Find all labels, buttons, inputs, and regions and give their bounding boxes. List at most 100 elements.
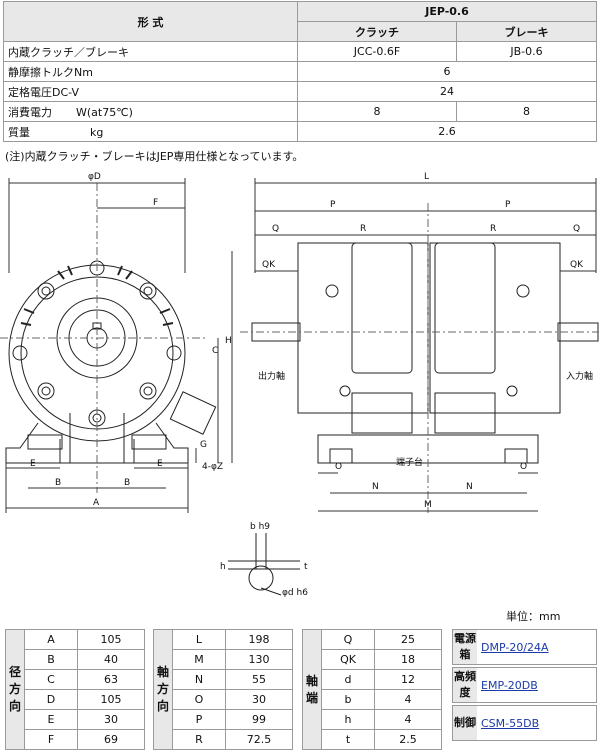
dim-value: 99 [225, 709, 293, 730]
label-key-t: t [304, 562, 308, 572]
accessory-row: 電源箱 DMP-20/24A [452, 629, 597, 665]
label-e-right: E [157, 459, 163, 469]
left-labels: φD F C H G 4-φZ E E B B A [30, 172, 232, 508]
dim-key: F [24, 729, 78, 750]
spec-value: 2.6 [297, 121, 597, 142]
dim-value: 18 [374, 649, 442, 670]
spec-table: 形 式 JEP-0.6 クラッチ ブレーキ 内蔵クラッチ／ブレーキ JCC-0.… [3, 1, 597, 142]
dim-key: h [321, 709, 375, 730]
spec-sub-clutch: クラッチ [297, 21, 457, 42]
brake-coil [434, 242, 496, 374]
dim-key: t [321, 729, 375, 750]
accessory-link-high-frequency[interactable]: EMP-20DB [481, 678, 538, 692]
terminal-box [169, 391, 217, 435]
spec-brake-value: JB-0.6 [456, 41, 597, 62]
label-r-left: R [360, 224, 366, 234]
label-b-left: B [55, 478, 61, 488]
dim-value: 63 [77, 669, 145, 690]
dim-key: N [172, 669, 226, 690]
dim-value: 69 [77, 729, 145, 750]
label-qk-right: QK [570, 260, 584, 270]
right-dim-lines [254, 178, 597, 512]
spec-row-name: 質量 [8, 125, 30, 139]
dim-value: 40 [77, 649, 145, 670]
clutch-coil [351, 242, 413, 374]
label-key-h: h [220, 562, 226, 572]
label-n-left: N [372, 482, 379, 492]
label-phi-d: φD [88, 172, 101, 182]
spec-row-label: 静摩擦トルクNm [3, 61, 298, 82]
dim-key: QK [321, 649, 375, 670]
dim-key: M [172, 649, 226, 670]
label-e-left: E [30, 459, 36, 469]
label-d-h6: φd h6 [282, 588, 308, 598]
side-foot-right [504, 448, 528, 464]
accessory-row: 高頻度 EMP-20DB [452, 667, 597, 703]
label-qk-left: QK [262, 260, 276, 270]
accessory-category: 電源箱 [453, 630, 477, 664]
label-f: F [153, 198, 158, 208]
left-dim-lines [5, 178, 233, 513]
brake-lower [434, 392, 496, 434]
spec-value: 6 [297, 61, 597, 82]
spec-note: (注)内蔵クラッチ・ブレーキはJEP専用仕様となっています。 [5, 150, 304, 163]
label-a: A [93, 498, 100, 508]
spec-header-label: 形 式 [3, 1, 298, 42]
dim-key: L [172, 629, 226, 650]
dim-key: P [172, 709, 226, 730]
dims-group-label: 軸方向 [153, 629, 173, 750]
accessory-link-control[interactable]: CSM-55DB [481, 716, 540, 730]
accessory-link-power-box[interactable]: DMP-20/24A [481, 640, 549, 654]
label-p-left: P [330, 200, 336, 210]
foot-left [27, 434, 63, 450]
dim-value: 30 [77, 709, 145, 730]
dim-key: C [24, 669, 78, 690]
clutch-lower [351, 392, 413, 434]
label-q-right: Q [573, 224, 580, 234]
label-l: L [424, 172, 429, 182]
dims-group-label: 径方向 [5, 629, 25, 750]
dim-value: 4 [374, 689, 442, 710]
dim-value: 105 [77, 689, 145, 710]
key-labels: b h9 h t φd h6 [220, 522, 308, 598]
accessory-row: 制御 CSM-55DB [452, 705, 597, 741]
spec-row-name: 定格電圧 [8, 85, 52, 99]
spec-row: 定格電圧DC-V 24 [3, 81, 597, 102]
label-q-left: Q [272, 224, 279, 234]
label-b-h9: b h9 [250, 522, 270, 532]
side-foot-left [329, 448, 353, 464]
label-o-left: O [335, 462, 342, 472]
dim-key: O [172, 689, 226, 710]
label-g: G [200, 440, 207, 450]
dim-value: 130 [225, 649, 293, 670]
dim-key: B [24, 649, 78, 670]
dim-value: 30 [225, 689, 293, 710]
label-p-right: P [505, 200, 511, 210]
spec-row-label: 定格電圧DC-V [3, 81, 298, 102]
spec-row-unit: W(at75℃) [76, 105, 133, 119]
dim-value: 198 [225, 629, 293, 650]
label-m: M [424, 500, 432, 510]
accessory-category: 制御 [453, 706, 477, 740]
side-center-lines [240, 203, 599, 513]
label-h: H [225, 336, 232, 346]
spec-sub-brake: ブレーキ [456, 21, 597, 42]
label-input-shaft: 入力軸 [566, 370, 593, 382]
dim-key: E [24, 709, 78, 730]
spec-clutch-value: 8 [297, 101, 457, 122]
spec-row-unit: Nm [74, 65, 93, 79]
label-r-right: R [490, 224, 496, 234]
dim-key: R [172, 729, 226, 750]
clutch-body [297, 242, 429, 414]
right-labels: L P P Q Q R R QK QK 出力軸 入力軸 端子台 O O N N … [258, 172, 593, 510]
accessory-category: 高頻度 [453, 668, 477, 702]
spec-row-label: 内蔵クラッチ／ブレーキ [3, 41, 298, 62]
